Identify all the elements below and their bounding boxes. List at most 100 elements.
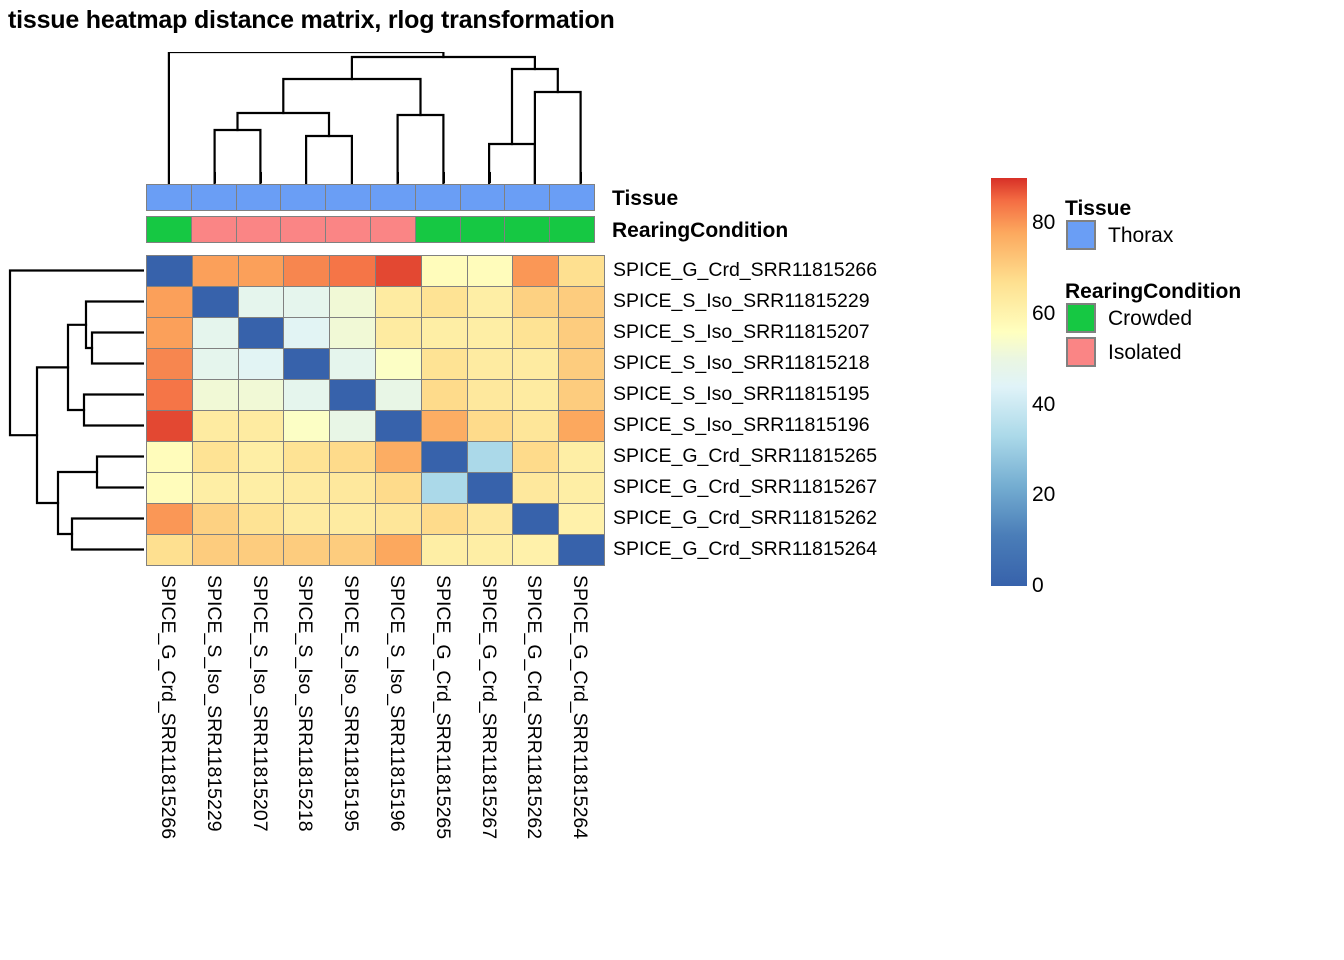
column-tick [443,172,445,183]
heatmap-cell [466,317,514,349]
heatmap-cell [420,255,468,287]
heatmap-cell [466,255,514,287]
annotation-tissue-cell [549,184,595,211]
heatmap-cell [420,317,468,349]
annotation-rearing-cell [459,216,506,243]
heatmap-cell [146,472,193,504]
annotation-tissue-cell [325,184,371,211]
heatmap-cell [374,441,422,473]
column-tick [352,172,354,183]
heatmap-cell [558,503,605,535]
row-label: SPICE_S_Iso_SRR11815218 [613,351,870,374]
heatmap-cell [512,348,560,380]
legend-rearing-swatch [1066,337,1096,367]
annotation-tissue-cell [235,184,282,211]
column-tick [260,172,262,183]
legend-tissue-swatch [1066,220,1096,250]
heatmap-cell [146,348,193,380]
annotation-rearing-cell [414,216,461,243]
heatmap-cell [146,379,193,411]
heatmap-cell [329,255,376,287]
legend-rearing-item: Isolated [1066,337,1182,367]
column-label: SPICE_G_Crd_SRR11815266 [156,575,179,840]
heatmap-cell [558,317,605,349]
heatmap-cell [191,503,239,535]
heatmap-cell [420,441,468,473]
heatmap-cell [237,348,285,380]
column-tick [535,172,537,183]
heatmap-cell [512,255,560,287]
heatmap-cell [374,534,422,566]
heatmap-cell [283,503,331,535]
heatmap-cell [237,503,285,535]
heatmap-cell [237,441,285,473]
heatmap-cell [374,379,422,411]
heatmap-cell [466,441,514,473]
row-label: SPICE_S_Iso_SRR11815229 [613,289,870,312]
row-label: SPICE_S_Iso_SRR11815207 [613,320,870,343]
legend-title-rearing-condition: RearingCondition [1065,280,1242,303]
heatmap-cell [146,503,193,535]
heatmap-cell [558,286,605,318]
heatmap-cell [146,441,193,473]
column-label: SPICE_G_Crd_SRR11815265 [431,575,454,840]
column-label: SPICE_G_Crd_SRR11815262 [523,575,546,840]
heatmap-cell [512,441,560,473]
heatmap-cell [558,348,605,380]
heatmap-cell [283,286,331,318]
column-label: SPICE_G_Crd_SRR11815264 [569,575,592,840]
heatmap-cell [420,379,468,411]
legend-tissue-item: Thorax [1066,220,1173,250]
annotation-rearing-cell [235,216,282,243]
heatmap-cell [191,317,239,349]
annotation-label-rearing-condition: RearingCondition [612,219,789,242]
annotation-tissue-cell [504,184,551,211]
heatmap-cell [512,379,560,411]
heatmap-cell [512,286,560,318]
column-tick [214,172,216,183]
heatmap-cell [512,503,560,535]
heatmap-cell [374,286,422,318]
annotation-tissue-cell [459,184,506,211]
column-tick [306,172,308,183]
heatmap-cell [283,317,331,349]
heatmap-cell [237,534,285,566]
row-label: SPICE_G_Crd_SRR11815267 [613,475,878,498]
heatmap-cell [146,534,193,566]
heatmap-cell [191,441,239,473]
heatmap-cell [329,348,376,380]
legend-rearing-label: Isolated [1108,340,1182,364]
heatmap-cell [466,286,514,318]
annotation-rearing-cell [369,216,416,243]
heatmap-cell [374,317,422,349]
heatmap-cell [420,472,468,504]
annotation-rearing-cell [504,216,551,243]
legend-rearing-item: Crowded [1066,303,1192,333]
legend-title-tissue: Tissue [1065,197,1132,220]
heatmap-cell [329,441,376,473]
heatmap-cell [420,348,468,380]
heatmap-cell [283,348,331,380]
row-label: SPICE_G_Crd_SRR11815265 [613,444,878,467]
colorbar-tick-label: 80 [1032,211,1056,235]
heatmap-cell [283,441,331,473]
heatmap-cell [191,286,239,318]
heatmap-cell [191,410,239,442]
heatmap-cell [558,441,605,473]
heatmap-cell [237,286,285,318]
heatmap-cell [420,534,468,566]
column-label: SPICE_S_Iso_SRR11815207 [248,575,271,832]
column-label: SPICE_S_Iso_SRR11815218 [294,575,317,832]
column-tick [581,172,583,183]
heatmap-cell [237,410,285,442]
column-tick [168,172,170,183]
heatmap-cell [329,379,376,411]
heatmap-cell [374,255,422,287]
heatmap-cell [283,472,331,504]
annotation-rearing-cell [280,216,327,243]
column-label: SPICE_S_Iso_SRR11815195 [340,575,363,832]
annotation-rearing-cell [549,216,595,243]
heatmap-cell [558,472,605,504]
annotation-rearing-cell [190,216,237,243]
heatmap-cell [512,317,560,349]
